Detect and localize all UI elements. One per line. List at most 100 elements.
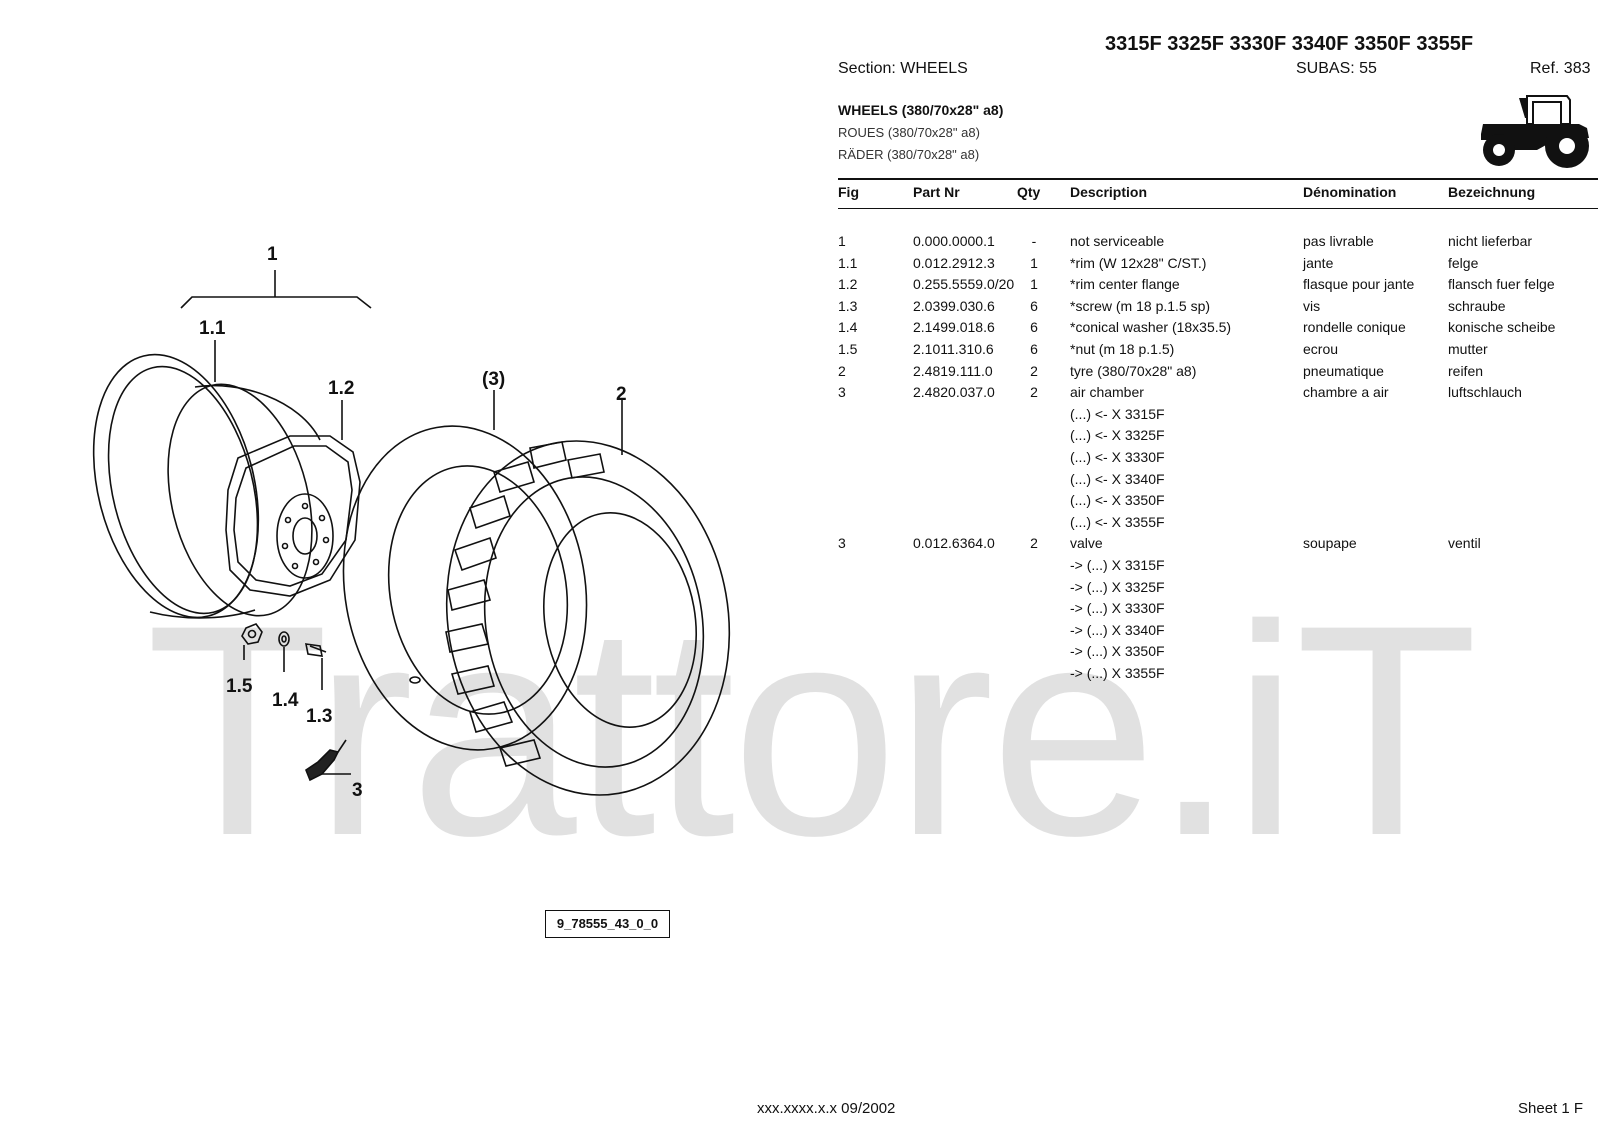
row-qty: 1 bbox=[1030, 255, 1038, 271]
row-fig: 1.5 bbox=[838, 341, 858, 357]
row-part-number: 2.4820.037.0 bbox=[913, 384, 995, 400]
row-denomination: pneumatique bbox=[1303, 363, 1384, 379]
row-part-number: 2.1011.310.6 bbox=[913, 341, 994, 357]
row-denomination: vis bbox=[1303, 298, 1321, 314]
row-description: (...) <- X 3330F bbox=[1070, 449, 1165, 465]
row-part-number: 2.1499.018.6 bbox=[913, 319, 995, 335]
row-bezeichnung: ventil bbox=[1448, 535, 1481, 551]
figure-reference: 9_78555_43_0_0 bbox=[545, 910, 670, 938]
row-qty: 6 bbox=[1030, 319, 1038, 335]
row-bezeichnung: reifen bbox=[1448, 363, 1484, 379]
nut bbox=[241, 623, 263, 645]
row-qty: 1 bbox=[1030, 276, 1038, 292]
col-fig: Fig bbox=[838, 184, 859, 200]
row-part-number: 0.000.0000.1 bbox=[913, 233, 995, 249]
col-denomination: Dénomination bbox=[1303, 184, 1397, 200]
row-description: -> (...) X 3315F bbox=[1070, 557, 1165, 573]
title-french: ROUES (380/70x28" a8) bbox=[838, 125, 980, 140]
section-label: Section: WHEELS bbox=[838, 60, 968, 77]
row-description: *nut (m 18 p.1.5) bbox=[1070, 341, 1175, 357]
row-fig: 3 bbox=[838, 384, 846, 400]
callout-3-paren: (3) bbox=[482, 369, 506, 390]
row-description: *rim center flange bbox=[1070, 276, 1180, 292]
row-description: *conical washer (18x35.5) bbox=[1070, 319, 1232, 335]
exploded-wheel-diagram bbox=[92, 270, 731, 796]
row-bezeichnung: flansch fuer felge bbox=[1448, 276, 1555, 292]
rim-center-flange bbox=[225, 435, 361, 597]
row-part-number: 2.4819.111.0 bbox=[913, 363, 993, 379]
row-fig: 2 bbox=[838, 363, 846, 379]
row-denomination: ecrou bbox=[1303, 341, 1339, 357]
col-bezeichnung: Bezeichnung bbox=[1448, 184, 1536, 200]
row-denomination: soupape bbox=[1303, 535, 1357, 551]
row-qty: 6 bbox=[1030, 341, 1038, 357]
row-qty: 2 bbox=[1030, 384, 1038, 400]
table-header-rule bbox=[838, 208, 1598, 209]
row-description: (...) <- X 3340F bbox=[1070, 471, 1165, 487]
row-description: valve bbox=[1070, 535, 1103, 551]
callout-1-2: 1.2 bbox=[328, 378, 355, 399]
row-bezeichnung: nicht lieferbar bbox=[1448, 233, 1533, 249]
footer-code: xxx.xxxx.x.x 09/2002 bbox=[757, 1100, 896, 1117]
title-german: RÄDER (380/70x28" a8) bbox=[838, 147, 980, 162]
row-part-number: 2.0399.030.6 bbox=[913, 298, 995, 314]
col-qty: Qty bbox=[1017, 184, 1041, 200]
row-fig: 1 bbox=[838, 233, 846, 249]
callout-1-5: 1.5 bbox=[226, 676, 253, 697]
callout-3: 3 bbox=[352, 780, 363, 801]
row-description: not serviceable bbox=[1070, 233, 1165, 249]
row-qty: 2 bbox=[1030, 363, 1038, 379]
row-qty: 6 bbox=[1030, 298, 1038, 314]
row-description: (...) <- X 3350F bbox=[1070, 492, 1165, 508]
row-description: *rim (W 12x28" C/ST.) bbox=[1070, 255, 1207, 271]
row-description: -> (...) X 3355F bbox=[1070, 665, 1165, 681]
row-description: tyre (380/70x28" a8) bbox=[1070, 363, 1197, 379]
row-description: (...) <- X 3325F bbox=[1070, 427, 1165, 443]
row-denomination: chambre a air bbox=[1303, 384, 1389, 400]
screw bbox=[304, 643, 327, 657]
row-description: air chamber bbox=[1070, 384, 1144, 400]
conical-washer bbox=[278, 631, 290, 647]
rim bbox=[92, 353, 321, 619]
valve bbox=[305, 739, 347, 782]
callout-1: 1 bbox=[267, 244, 278, 265]
air-chamber bbox=[342, 425, 588, 751]
row-description: (...) <- X 3315F bbox=[1070, 406, 1165, 422]
model-list: 3315F 3325F 3330F 3340F 3350F 3355F bbox=[1105, 33, 1474, 55]
row-bezeichnung: schraube bbox=[1448, 298, 1506, 314]
row-description: -> (...) X 3350F bbox=[1070, 643, 1165, 659]
title-english: WHEELS (380/70x28" a8) bbox=[838, 102, 1004, 118]
row-bezeichnung: konische scheibe bbox=[1448, 319, 1556, 335]
col-description: Description bbox=[1070, 184, 1148, 200]
footer-sheet: Sheet 1 F bbox=[1518, 1100, 1584, 1117]
row-bezeichnung: mutter bbox=[1448, 341, 1488, 357]
row-part-number: 0.012.6364.0 bbox=[913, 535, 995, 551]
row-denomination: flasque pour jante bbox=[1303, 276, 1415, 292]
row-bezeichnung: luftschlauch bbox=[1448, 384, 1522, 400]
row-fig: 3 bbox=[838, 535, 846, 551]
callout-2: 2 bbox=[616, 384, 627, 405]
row-description: -> (...) X 3325F bbox=[1070, 579, 1165, 595]
row-description: -> (...) X 3330F bbox=[1070, 600, 1165, 616]
row-description: *screw (m 18 p.1.5 sp) bbox=[1070, 298, 1211, 314]
row-description: -> (...) X 3340F bbox=[1070, 622, 1165, 638]
tyre bbox=[445, 440, 731, 796]
row-denomination: pas livrable bbox=[1303, 233, 1374, 249]
row-fig: 1.2 bbox=[838, 276, 858, 292]
callout-1-3: 1.3 bbox=[306, 706, 333, 727]
row-denomination: rondelle conique bbox=[1303, 319, 1406, 335]
row-description: (...) <- X 3355F bbox=[1070, 514, 1165, 530]
assembly-bracket bbox=[180, 296, 372, 309]
callout-1-1: 1.1 bbox=[199, 318, 226, 339]
row-fig: 1.3 bbox=[838, 298, 858, 314]
col-partnr: Part Nr bbox=[913, 184, 960, 200]
callout-1-4: 1.4 bbox=[272, 690, 299, 711]
row-denomination: jante bbox=[1303, 255, 1334, 271]
row-qty: - bbox=[1031, 233, 1037, 249]
row-qty: 2 bbox=[1030, 535, 1038, 551]
tractor-icon bbox=[1481, 95, 1589, 168]
row-fig: 1.1 bbox=[838, 255, 858, 271]
subas-label: SUBAS: 55 bbox=[1296, 60, 1377, 77]
row-part-number: 0.012.2912.3 bbox=[913, 255, 995, 271]
ref-label: Ref. 383 bbox=[1530, 60, 1591, 77]
